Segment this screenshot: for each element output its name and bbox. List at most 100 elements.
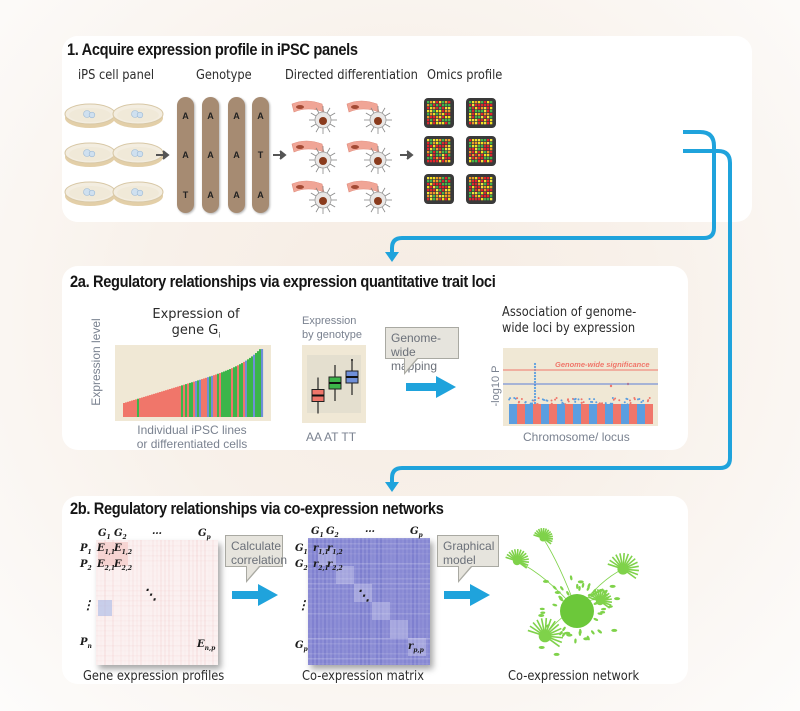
network-cluster-node (538, 629, 552, 643)
chip-spot (484, 142, 487, 145)
snp-point (543, 398, 546, 401)
allele: A (207, 111, 214, 121)
chip-spot (484, 139, 487, 142)
chip-spot (436, 142, 439, 145)
assoc-xlabel: Chromosome/ locus (523, 430, 630, 444)
m1-last-cell: En,p (197, 639, 216, 652)
callout-line2: correlation (231, 553, 288, 567)
omics-chip-icon (466, 174, 496, 204)
snp-point (612, 398, 615, 401)
genotype-cat-aa: AA (306, 430, 322, 444)
matrix-column (384, 538, 386, 665)
chip-spot (439, 119, 442, 122)
chip-spot (475, 122, 478, 125)
chip-spot (469, 113, 472, 116)
snp-point (614, 397, 617, 400)
callout-line2: model (443, 553, 476, 567)
chip-spot (433, 116, 436, 119)
chip-spot (430, 104, 433, 107)
matrix-row (308, 638, 430, 640)
chip-spot (475, 107, 478, 110)
allele: A (233, 150, 240, 160)
callout-line1: Graphical (443, 539, 495, 553)
chip-spot (472, 195, 475, 198)
chip-spot (487, 192, 490, 195)
chip-spot (439, 154, 442, 157)
chip-spot (436, 122, 439, 125)
differentiated-cell-icon (291, 100, 337, 134)
chip-spot (442, 142, 445, 145)
chromosome: A A T (177, 97, 194, 213)
network-node (601, 607, 607, 611)
matrix-column (152, 540, 154, 665)
chromosome-band (557, 404, 565, 424)
m2-col-ellipsis: … (365, 524, 375, 535)
chip-spot (433, 107, 436, 110)
chip-spot (439, 113, 442, 116)
chip-spot (442, 107, 445, 110)
expression-bar (183, 384, 186, 417)
matrix-row (96, 645, 218, 647)
snp-point (649, 403, 652, 406)
chip-spot (436, 186, 439, 189)
chip-spot (427, 195, 430, 198)
chip-spot (433, 122, 436, 125)
matrix-column (420, 538, 422, 665)
chip-spot (430, 139, 433, 142)
m2-cell: r1,1 (313, 543, 329, 556)
callout-tail (405, 358, 417, 372)
snp-point (531, 402, 534, 405)
chip-spot (448, 113, 451, 116)
expression-bar (145, 396, 148, 417)
differentiated-cell-icon (346, 100, 392, 134)
matrix-row (308, 583, 430, 585)
chip-spot (436, 148, 439, 151)
m2-row-label: Gp (295, 640, 308, 653)
expression-bar (151, 394, 154, 417)
flow-arrow-3 (400, 150, 414, 160)
chip-spot (490, 139, 493, 142)
chip-spot (484, 192, 487, 195)
allele: A (207, 190, 214, 200)
chip-spot (469, 192, 472, 195)
expression-title-line1: Expression of (152, 307, 240, 322)
connector-arrowhead-2a (385, 252, 399, 262)
expression-bar (175, 387, 178, 417)
chip-spot (475, 113, 478, 116)
m1-cell: E1,1 (97, 543, 116, 556)
expression-bar (177, 386, 180, 417)
chip-spot (484, 107, 487, 110)
chip-spot (469, 119, 472, 122)
genotype-title-line1: Expression (302, 315, 357, 327)
chip-spot (484, 151, 487, 154)
differentiated-cell-icon (291, 140, 337, 174)
matrix-diagonal-block (408, 638, 426, 656)
matrix2-caption: Co-expression matrix (302, 669, 424, 684)
matrix-row (308, 663, 430, 665)
network-node (576, 583, 579, 589)
chip-spot (448, 189, 451, 192)
snp-point (600, 403, 603, 406)
snp-point (546, 399, 549, 402)
matrix-column (160, 540, 162, 665)
chip-spot (487, 186, 490, 189)
chip-spot (478, 142, 481, 145)
genotype-cat-tt: TT (341, 430, 357, 444)
genotype-title-line2: by genotype (302, 329, 362, 341)
chip-spot (478, 154, 481, 157)
chip-spot (445, 104, 448, 107)
petri-dish-icon (112, 103, 164, 128)
snp-point (550, 399, 553, 402)
chip-spot (433, 154, 436, 157)
chip-spot (433, 119, 436, 122)
matrix-column (120, 540, 122, 665)
chip-spot (487, 110, 490, 113)
matrix-row (308, 593, 430, 595)
chip-spot (490, 192, 493, 195)
matrix-column (128, 540, 130, 665)
flow-arrow-2 (273, 150, 287, 160)
chip-spot (490, 113, 493, 116)
connector-path-2b (390, 149, 732, 484)
expression-bar (257, 351, 260, 417)
chip-spot (481, 195, 484, 198)
